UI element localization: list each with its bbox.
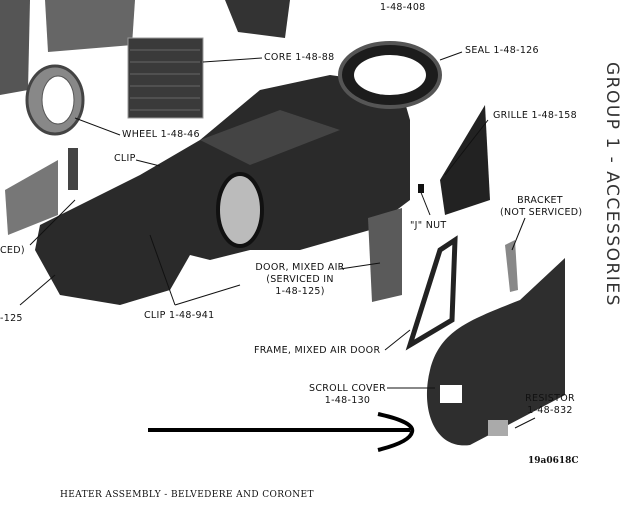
callout-left-partial-1: CED) <box>0 245 25 256</box>
side-heading: GROUP 1 - ACCESSORIES <box>602 62 622 307</box>
callout-j-nut: "J" NUT <box>410 220 447 231</box>
callout-top-part: 1-48-408 <box>380 2 426 13</box>
left-panel <box>5 160 58 235</box>
resistor <box>488 420 508 436</box>
callout-grille: GRILLE 1-48-158 <box>493 110 577 121</box>
callout-core: CORE 1-48-88 <box>264 52 335 63</box>
heater-core <box>127 37 204 119</box>
mixed-air-door <box>368 208 402 302</box>
callout-door-line2: (SERVICED IN <box>266 274 334 285</box>
figure-id: 19a0618C <box>528 456 579 466</box>
scroll-cover <box>426 258 565 446</box>
callout-door-line3: 1-48-125) <box>275 286 325 297</box>
pointer-arrow <box>148 412 415 452</box>
left-strip <box>68 148 78 190</box>
callout-frame: FRAME, MIXED AIR DOOR <box>254 345 381 356</box>
callout-door-line1: DOOR, MIXED AIR <box>255 262 345 273</box>
grille <box>440 105 490 215</box>
blower-opening <box>216 172 264 248</box>
callout-resistor: RESISTOR 1-48-832 <box>520 393 580 417</box>
callout-scroll-cover: SCROLL COVER 1-48-130 <box>305 383 390 407</box>
top-part-1-48-408 <box>225 0 290 38</box>
callout-resistor-line2: 1-48-832 <box>527 405 573 416</box>
j-nut <box>418 184 424 193</box>
callout-clip: CLIP <box>114 153 136 164</box>
bracket <box>505 240 518 292</box>
callout-bracket-line2: (NOT SERVICED) <box>500 207 583 218</box>
panel-partial <box>45 0 135 52</box>
scroll-cover-window <box>440 385 462 403</box>
callout-bracket: BRACKET (NOT SERVICED) <box>500 195 583 219</box>
callout-left-partial-2: -125 <box>0 313 23 324</box>
callout-seal: SEAL 1-48-126 <box>465 45 539 56</box>
callout-wheel: WHEEL 1-48-46 <box>122 129 200 140</box>
figure-caption: HEATER ASSEMBLY - BELVEDERE AND CORONET <box>60 490 314 500</box>
callout-resistor-line1: RESISTOR <box>525 393 575 404</box>
callout-scroll-line1: SCROLL COVER <box>309 383 386 394</box>
callout-door: DOOR, MIXED AIR (SERVICED IN 1-48-125) <box>250 262 350 298</box>
mixed-air-door-frame <box>405 235 458 351</box>
callout-bracket-line1: BRACKET <box>517 195 563 206</box>
callout-scroll-line2: 1-48-130 <box>324 395 371 406</box>
blower-housing-partial <box>0 0 30 95</box>
callout-clip-941: CLIP 1-48-941 <box>144 310 215 321</box>
